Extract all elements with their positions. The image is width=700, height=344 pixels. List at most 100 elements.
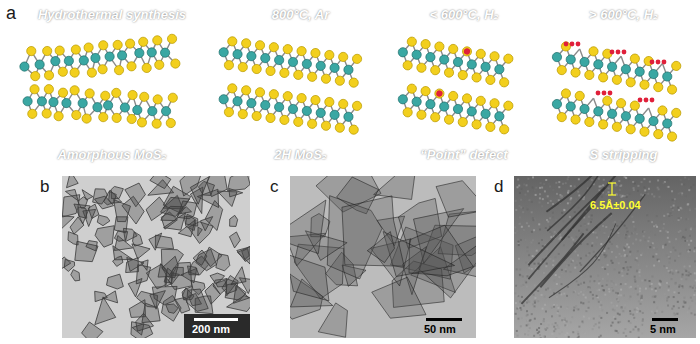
noise (568, 190, 570, 192)
nanosheet (290, 254, 329, 301)
noise (651, 221, 653, 223)
sulfur-atom (142, 63, 152, 73)
noise (621, 307, 623, 309)
molybdenum-atom (62, 98, 72, 108)
noise (634, 229, 636, 231)
noise (671, 190, 673, 192)
noise (570, 321, 572, 323)
noise (632, 291, 634, 293)
sulfur-atom (402, 60, 413, 71)
nanosheet (205, 283, 220, 304)
noise (689, 286, 691, 288)
noise (536, 329, 538, 331)
noise (668, 241, 670, 243)
noise (636, 257, 638, 259)
noise (639, 288, 641, 290)
noise (534, 263, 536, 265)
noise (636, 270, 638, 272)
noise (592, 298, 594, 300)
noise (637, 293, 639, 295)
noise (577, 284, 579, 286)
noise (588, 288, 590, 290)
scale-label: 5 nm (650, 323, 676, 335)
mos2-slab (550, 87, 682, 142)
noise (565, 270, 567, 272)
noise (641, 332, 643, 334)
noise (520, 285, 522, 287)
noise (578, 336, 580, 338)
chevron-shape (0, 0, 218, 170)
noise (558, 186, 560, 188)
noise (625, 294, 627, 296)
nanosheet (228, 176, 250, 191)
noise (629, 310, 631, 312)
sulfur-atom (430, 112, 441, 123)
noise (588, 223, 590, 225)
noise (593, 325, 595, 327)
noise (690, 227, 692, 229)
sulfur-atom (127, 61, 137, 71)
noise (555, 322, 557, 324)
noise (524, 280, 526, 282)
noise (635, 326, 637, 328)
noise (516, 326, 518, 328)
nanosheet (148, 180, 174, 196)
noise (602, 278, 604, 280)
sulfur-atom (434, 88, 445, 99)
noise (546, 199, 548, 201)
noise (560, 196, 562, 198)
process-band: > 600°C, H₂S stripping (535, 0, 700, 170)
sulfur-atom (434, 41, 445, 52)
noise (558, 253, 560, 255)
noise (563, 293, 565, 295)
noise (555, 219, 557, 221)
sulfur-atom (667, 131, 678, 142)
noise (612, 322, 614, 324)
sulfur-atom (265, 113, 275, 123)
noise (615, 256, 617, 258)
noise (553, 280, 555, 282)
noise (628, 236, 630, 238)
noise (599, 281, 601, 283)
noise (569, 202, 571, 204)
noise (641, 295, 643, 297)
sulfur-atom (111, 88, 121, 98)
noise (687, 311, 689, 313)
noise (685, 229, 687, 231)
noise (587, 243, 589, 245)
noise (626, 273, 628, 275)
noise (636, 311, 638, 313)
molybdenum-atom (232, 96, 242, 106)
sulfur-atom (625, 77, 636, 88)
sulfur-atom (475, 49, 486, 60)
noise (632, 221, 634, 223)
noise (523, 229, 525, 231)
nanosheet (187, 289, 209, 311)
nanosheet (107, 274, 124, 289)
noise (560, 271, 562, 273)
molybdenum-atom (607, 108, 618, 119)
scale-bar (426, 318, 462, 321)
molybdenum-atom (37, 96, 47, 106)
noise (649, 280, 651, 282)
noise (572, 331, 574, 333)
noise (602, 285, 604, 287)
noise (627, 269, 629, 271)
sulfur-atom (588, 46, 599, 57)
sulfur-atom (349, 77, 359, 87)
noise (611, 288, 613, 290)
nanosheet (123, 228, 137, 241)
sulfur-atom (153, 94, 163, 104)
noise (515, 302, 517, 304)
noise (516, 264, 518, 266)
noise (641, 181, 643, 183)
sulfur-atom (283, 44, 293, 54)
noise (532, 217, 534, 219)
noise (544, 190, 546, 192)
sulfur-atom (561, 88, 572, 99)
noise (689, 208, 691, 210)
noise (545, 289, 547, 291)
noise (519, 223, 521, 225)
noise (588, 301, 590, 303)
noise (602, 289, 604, 291)
